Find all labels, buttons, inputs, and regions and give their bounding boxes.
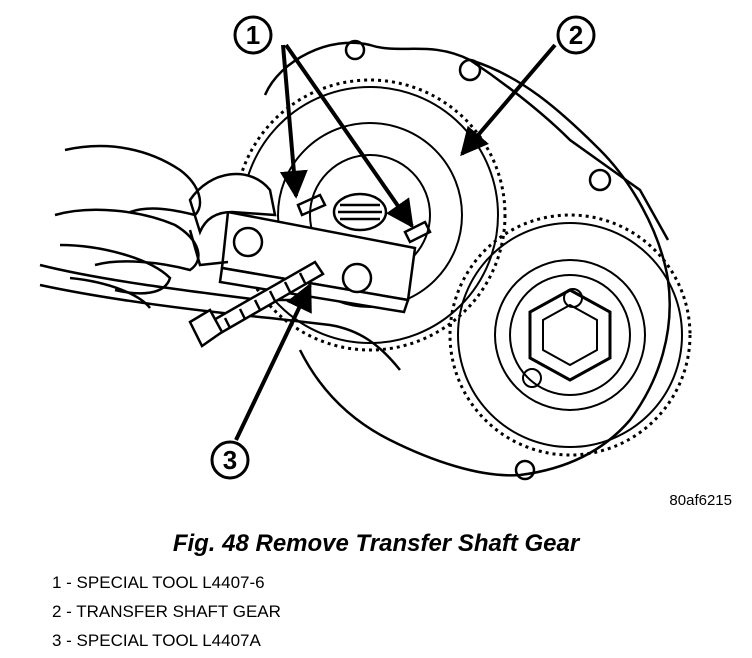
callout-2-number: 2 (569, 20, 583, 50)
figure-id-code: 80af6215 (669, 492, 732, 509)
callout-3-number: 3 (223, 445, 237, 475)
puller-tool (188, 192, 432, 348)
wrench-and-hand (54, 144, 277, 309)
adapter-screws (296, 192, 432, 244)
callout-3: 3 (210, 440, 250, 480)
legend-item-2: 2 - TRANSFER SHAFT GEAR (52, 602, 281, 621)
callout-leaders (234, 43, 557, 441)
callout-2: 2 (556, 15, 596, 55)
figure-caption: Fig. 48 Remove Transfer Shaft Gear (172, 530, 580, 557)
callout-1: 1 (233, 15, 273, 55)
legend-item-3: 3 - SPECIAL TOOL L4407A (52, 631, 261, 650)
legend-list: 1 - SPECIAL TOOL L4407-6 2 - TRANSFER SH… (52, 568, 281, 655)
technical-illustration: 1 2 3 (39, 15, 692, 481)
forcing-screw (188, 260, 325, 348)
legend-item-1: 1 - SPECIAL TOOL L4407-6 (52, 573, 265, 592)
hex-nut (528, 288, 612, 382)
callout-1-number: 1 (246, 20, 260, 50)
output-gear (448, 213, 692, 457)
